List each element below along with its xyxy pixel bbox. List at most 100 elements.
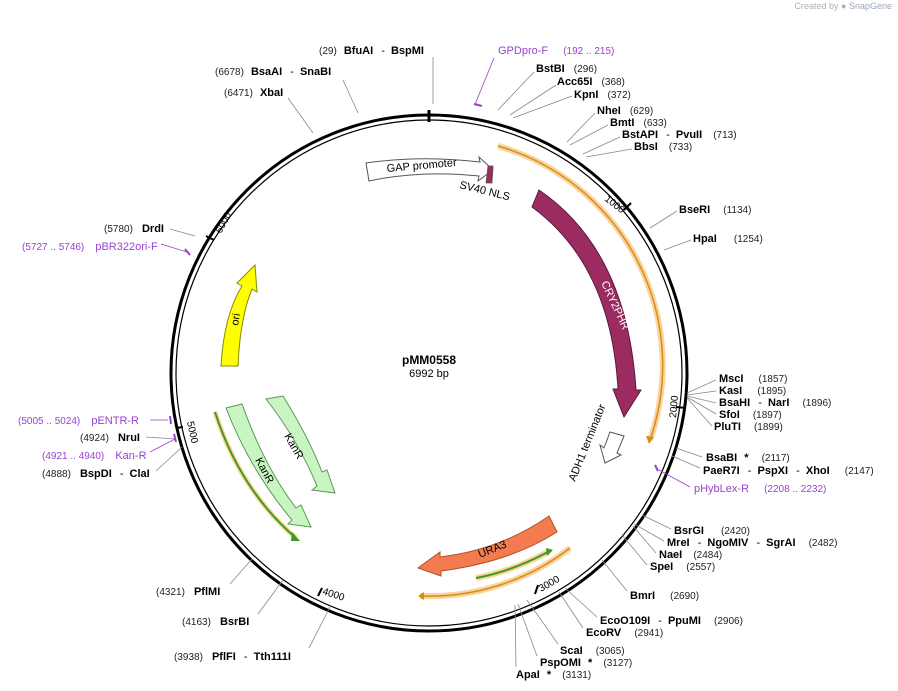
kan-r-primer-halo: [212, 411, 298, 540]
msci-label: MscI (1857): [719, 373, 787, 385]
acc65i-leader: [509, 84, 557, 116]
bmri-leader: [601, 559, 628, 592]
bsrbi-leader: [257, 579, 284, 615]
hpai-label: HpaI (1254): [693, 233, 763, 245]
xbai-leader: [287, 97, 314, 134]
tick-2000-mark: [675, 406, 687, 409]
bspdi-leader: [155, 446, 183, 472]
ecoo109i-leader: [564, 587, 598, 618]
tick-5000-mark: [175, 426, 184, 429]
paer7i-leader: [671, 455, 701, 469]
phyblex-binding-line: [419, 547, 571, 597]
gpdpro-binding-arrowhead: [646, 436, 654, 444]
pluti-leader: [686, 397, 713, 427]
bsahi-leader: [686, 395, 717, 404]
kan-r-label: (4921 .. 4940) Kan-R: [42, 450, 147, 462]
pluti-label: PluTI (1899): [714, 421, 783, 433]
sfoi-label: SfoI (1897): [719, 409, 782, 421]
psppomi-label: PspOMI * (3127): [540, 657, 632, 669]
hpai-leader: [663, 239, 692, 251]
bsaai-leader: [342, 79, 359, 114]
kan-r-site: [173, 433, 177, 443]
kanr-inner-label: KanR: [252, 456, 276, 486]
bsabi-leader: [675, 447, 703, 458]
sv40-nls-label: SV40 NLS: [458, 179, 511, 203]
tick-4000-label: 4000: [321, 586, 346, 603]
tick-4000-mark: [317, 587, 323, 597]
gpdpro-f-label: GPDpro-F (192 .. 215): [498, 45, 614, 57]
bmti-leader: [569, 124, 609, 146]
bsrgi-leader: [641, 514, 672, 530]
bbsi-label: BbsI (733): [634, 141, 692, 153]
kasi-label: KasI (1895): [719, 385, 786, 397]
plasmid-name: pMM0558: [402, 353, 456, 367]
ura3-feature: [416, 515, 558, 577]
ori-label: ori: [229, 312, 243, 326]
adh1-terminator-feature: [599, 431, 625, 464]
acc65i-label: Acc65I (368): [557, 76, 625, 88]
phyblex-r-label: pHybLex-R (2208 .. 2232): [694, 483, 826, 495]
kasi-leader: [686, 390, 717, 396]
cry2phr-feature: [531, 189, 642, 419]
nrui-label: (4924) NruI: [80, 432, 140, 444]
pbr322ori-f-label: (5727 .. 5746) pBR322ori-F: [22, 241, 158, 253]
bstapi-label: BstAPI - PvuII (713): [622, 129, 737, 141]
paer7i-label: PaeR7I - PspXI - XhoI (2147): [703, 465, 874, 477]
kan-r-primer-arrowhead: [291, 532, 300, 541]
kan-r-leader: [149, 438, 176, 453]
kanr-outer-feature: [265, 395, 336, 494]
phyblex-binding-arrowhead: [418, 592, 424, 600]
nhei-label: NheI (629): [597, 105, 653, 117]
snapgene-logo-icon: ●: [841, 1, 847, 11]
sfoi-leader: [686, 396, 717, 415]
naei-label: NaeI (2484): [659, 549, 722, 561]
bmti-label: BmtI (633): [610, 117, 667, 129]
spei-leader: [621, 534, 648, 566]
bspdi-label: (4888) BspDI - ClaI: [42, 468, 150, 480]
tth111i-leader: [308, 604, 332, 649]
pbr322ori-f-site: [184, 248, 191, 256]
ori-feature: [220, 263, 258, 367]
bfuai-label: (29) BfuAI - BspMI: [319, 45, 424, 57]
nrui-leader: [145, 436, 177, 440]
tick-6000-mark: [205, 235, 215, 241]
xbai-label: (6471) XbaI: [224, 87, 283, 99]
kpni-leader: [512, 95, 573, 119]
snapgene-credit: Created by ● SnapGene: [794, 1, 892, 11]
pflmi-label: (4321) PflMI: [156, 586, 220, 598]
tth111i-label: (3938) PflFI - Tth111I: [174, 651, 291, 663]
tick-5000-label: 5000: [184, 420, 199, 444]
mrei-leader: [633, 523, 665, 542]
kan-r-primer-line: [214, 411, 297, 539]
bmri-label: BmrI (2690): [630, 590, 699, 602]
tick-2000-label: 2000: [668, 395, 681, 419]
phyblex-r-site: [654, 464, 659, 472]
scai-label: ScaI (3065): [560, 645, 625, 657]
pbr322ori-f-leader: [160, 243, 188, 253]
bsahi-label: BsaHI - NarI (1896): [719, 397, 831, 409]
apai-leader: [514, 604, 517, 668]
kpni-label: KpnI (372): [574, 89, 631, 101]
bsabi-label: BsaBI * (2117): [706, 452, 790, 464]
bsrgi-label: BsrGI (2420): [674, 525, 750, 537]
bstbi-label: BstBI (296): [536, 63, 597, 75]
mrei-label: MreI - NgoMIV - SgrAI (2482): [667, 537, 837, 549]
apai-label: ApaI * (3131): [516, 669, 591, 681]
ecoo109i-label: EcoO109I - PpuMI (2906): [600, 615, 743, 627]
pentr-r-label: (5005 .. 5024) pENTR-R: [18, 415, 139, 427]
bseri-leader: [649, 210, 678, 229]
tick-3000-mark: [534, 584, 539, 595]
gap-promoter-feature: [365, 155, 494, 183]
drdi-label: (5780) DrdI: [104, 223, 164, 235]
kanr-inner-feature: [225, 403, 312, 528]
bstapi-leader: [582, 136, 621, 155]
bsrbi-label: (4163) BsrBI: [182, 616, 249, 628]
ecorv-leader: [558, 591, 584, 629]
credit-brand: SnapGene: [848, 1, 892, 11]
credit-prefix: Created by: [794, 1, 839, 11]
naei-leader: [632, 525, 657, 554]
tick-1000-mark: [623, 202, 632, 211]
drdi-leader: [169, 228, 196, 237]
phyblex-r-leader: [658, 469, 691, 488]
